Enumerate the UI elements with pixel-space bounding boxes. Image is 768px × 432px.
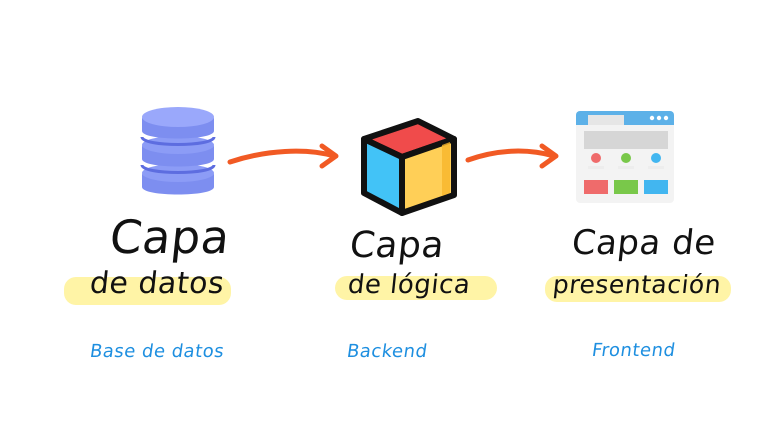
data-layer-title-line2: de datos bbox=[88, 266, 227, 301]
arrow-right-icon bbox=[227, 143, 339, 169]
highlight-marker bbox=[64, 277, 231, 305]
presentation-layer-subtitle: Frontend bbox=[590, 340, 677, 361]
cube-icon bbox=[361, 118, 457, 216]
presentation-layer-title-line2: presentación bbox=[551, 270, 723, 299]
presentation-layer-title: Capa de bbox=[569, 223, 718, 263]
highlight-marker bbox=[545, 276, 731, 302]
database-icon bbox=[140, 107, 216, 195]
highlight-marker bbox=[335, 276, 497, 300]
logic-layer-title: Capa bbox=[347, 225, 447, 266]
app-window-icon bbox=[576, 111, 674, 203]
data-layer-title: Capa bbox=[107, 210, 233, 264]
logic-layer-title-line2: de lógica bbox=[346, 270, 472, 300]
data-layer-subtitle: Base de datos bbox=[88, 341, 226, 362]
logic-layer-subtitle: Backend bbox=[345, 341, 429, 362]
arrow-right-icon bbox=[465, 143, 559, 169]
